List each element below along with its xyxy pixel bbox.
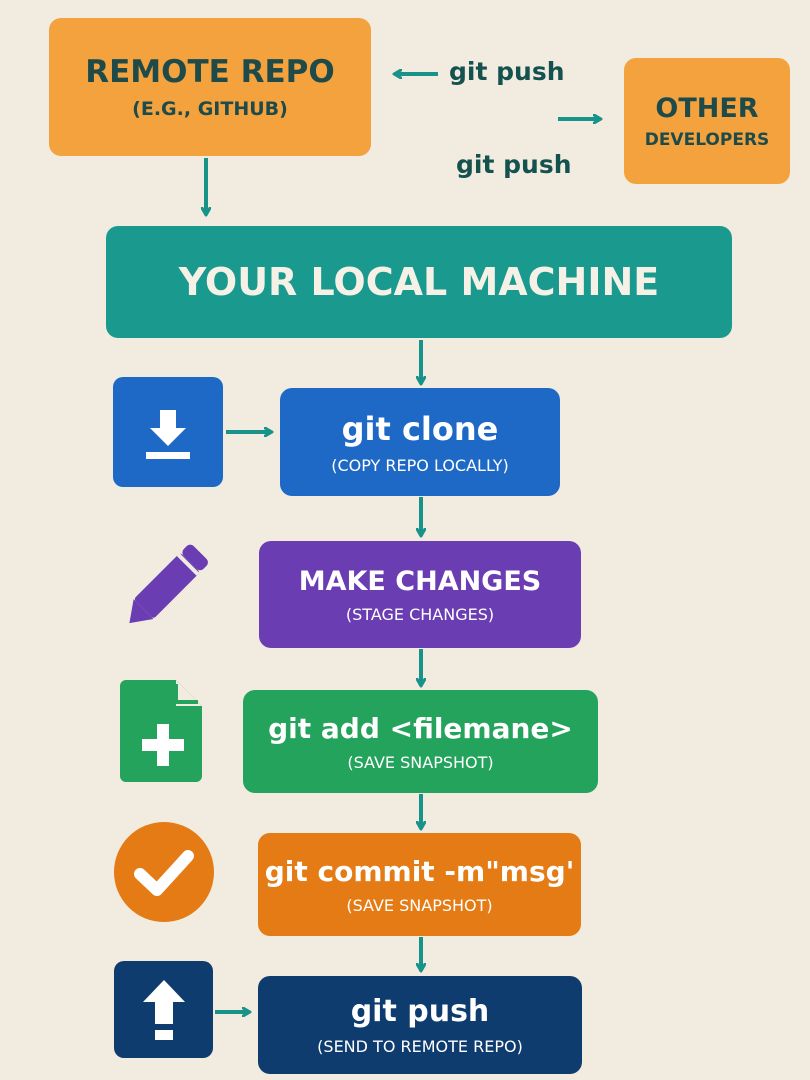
other-developers-box: OTHER DEVELOPERS — [624, 58, 790, 184]
git-push-title: git push — [350, 994, 490, 1029]
remote-repo-subtitle: (E.G., GITHUB) — [132, 98, 288, 120]
push-out-label: git push — [456, 150, 572, 179]
other-developers-title: OTHER — [655, 92, 759, 124]
git-commit-box: git commit -m"msg' (SAVE SNAPSHOT) — [258, 833, 581, 936]
git-commit-subtitle: (SAVE SNAPSHOT) — [346, 895, 493, 915]
git-add-subtitle: (SAVE SNAPSHOT) — [347, 752, 494, 772]
other-developers-subtitle: DEVELOPERS — [644, 129, 770, 150]
upload-icon — [114, 961, 213, 1058]
git-clone-subtitle: (COPY REPO LOCALLY) — [331, 455, 509, 475]
remote-repo-title: REMOTE REPO — [85, 54, 335, 90]
git-add-title: git add <filemane> — [268, 711, 573, 745]
pencil-icon — [114, 530, 224, 640]
add-file-icon — [118, 676, 208, 786]
download-icon — [113, 377, 223, 487]
remote-repo-box: REMOTE REPO (E.G., GITHUB) — [49, 18, 371, 156]
make-changes-subtitle: (STAGE CHANGES) — [345, 604, 495, 624]
git-add-box: git add <filemane> (SAVE SNAPSHOT) — [243, 690, 598, 793]
checkmark-icon — [112, 820, 216, 924]
local-machine-title: YOUR LOCAL MACHINE — [178, 260, 660, 304]
git-push-subtitle: (SEND TO REMOTE REPO) — [317, 1037, 523, 1056]
git-clone-title: git clone — [341, 409, 499, 448]
git-push-box: git push (SEND TO REMOTE REPO) — [258, 976, 582, 1074]
git-clone-box: git clone (COPY REPO LOCALLY) — [280, 388, 560, 496]
push-in-label: git push — [449, 57, 565, 86]
make-changes-box: MAKE CHANGES (STAGE CHANGES) — [259, 541, 581, 648]
git-commit-title: git commit -m"msg' — [264, 854, 575, 888]
make-changes-title: MAKE CHANGES — [298, 565, 542, 597]
local-machine-box: YOUR LOCAL MACHINE — [106, 226, 732, 338]
